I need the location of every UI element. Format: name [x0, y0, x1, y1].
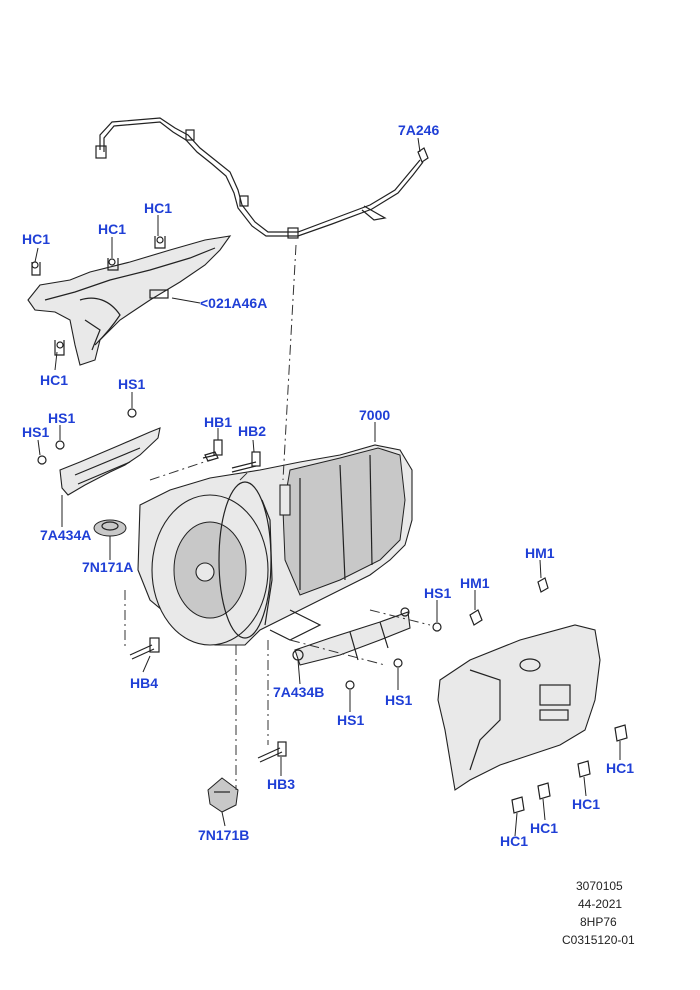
callout-hc1: HC1 [530, 820, 558, 836]
callout-7n171a: 7N171A [82, 559, 133, 575]
callout-021a46a: <021A46A [200, 295, 267, 311]
reference-block: 3070105 44-2021 8HP76 C0315120-01 [562, 879, 635, 947]
callout-hc1: HC1 [22, 231, 50, 247]
callout-hm1: HM1 [460, 575, 490, 591]
callout-7a434b: 7A434B [273, 684, 324, 700]
bolt-hb2 [231, 451, 261, 473]
cooler-pipe-7a246 [95, 117, 429, 239]
leader-lines [34, 137, 621, 837]
callout-hc1: HC1 [572, 796, 600, 812]
bracket-7a434a [37, 408, 161, 496]
callout-hs1: HS1 [337, 712, 364, 728]
bolt-hb3 [257, 741, 287, 763]
callout-hc1: HC1 [144, 200, 172, 216]
callout-hs1: HS1 [385, 692, 412, 708]
callout-7000: 7000 [359, 407, 390, 423]
transmission-7000 [137, 444, 413, 646]
reference-model: 8HP76 [580, 915, 617, 929]
callout-hb2: HB2 [238, 423, 266, 439]
callout-hc1: HC1 [606, 760, 634, 776]
callout-7n171b: 7N171B [198, 827, 249, 843]
callout-7a434a: 7A434A [40, 527, 91, 543]
callout-hb4: HB4 [130, 675, 158, 691]
heat-shield-lower-right [437, 577, 628, 814]
bolt-hb4 [129, 637, 160, 660]
heat-shield-upper-left [27, 235, 232, 366]
callout-hb1: HB1 [204, 414, 232, 430]
fasteners [31, 236, 164, 349]
mount-7n171b [207, 777, 239, 813]
mount-7n171a [93, 519, 127, 537]
reference-code: C0315120-01 [562, 933, 635, 947]
alignment-lines [124, 244, 431, 790]
callout-hc1: HC1 [98, 221, 126, 237]
callout-7a246: 7A246 [398, 122, 439, 138]
callout-hs1: HS1 [118, 376, 145, 392]
callout-labels: HC1 HC1 HC1 HC1 7A246 <021A46A HS1 HS1 H… [22, 122, 634, 849]
callout-hc1: HC1 [40, 372, 68, 388]
crossmember-7a434b [292, 607, 442, 690]
callout-hb3: HB3 [267, 776, 295, 792]
callout-hs1: HS1 [22, 424, 49, 440]
reference-number: 3070105 [576, 879, 623, 893]
callout-hm1: HM1 [525, 545, 555, 561]
reference-date: 44-2021 [578, 897, 622, 911]
bolt-hb1 [202, 439, 223, 462]
callout-hc1: HC1 [500, 833, 528, 849]
callout-hs1: HS1 [424, 585, 451, 601]
callout-hs1: HS1 [48, 410, 75, 426]
